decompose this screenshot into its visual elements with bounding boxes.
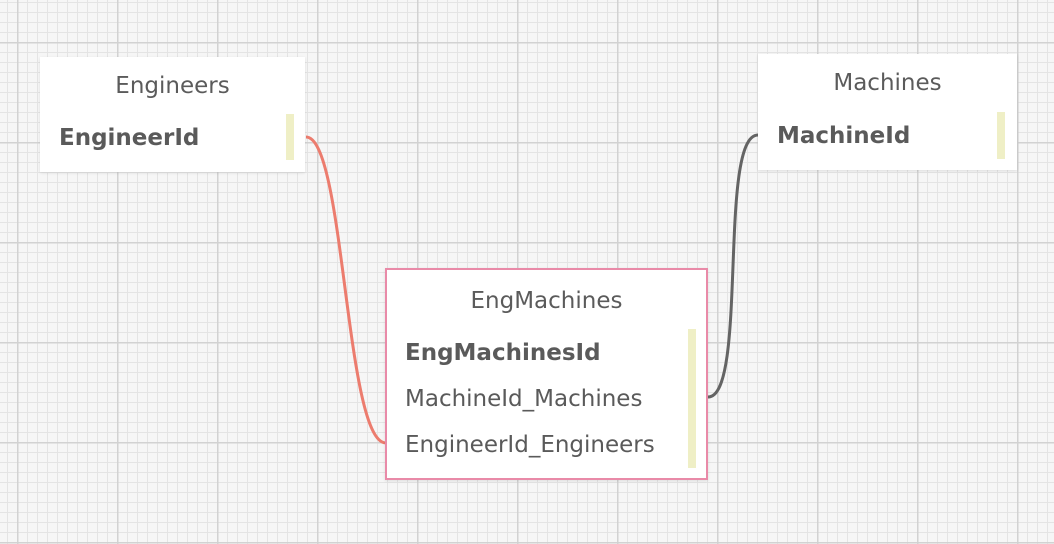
table-machines[interactable]: Machines MachineId [758, 54, 1017, 170]
field-engineerid[interactable]: EngineerId [59, 125, 200, 151]
table-engineers[interactable]: Engineers EngineerId [40, 57, 305, 172]
table-title: EngMachines [470, 288, 623, 314]
key-indicator-bar [286, 114, 294, 160]
table-engmachines[interactable]: EngMachines EngMachinesId MachineId_Mach… [385, 268, 708, 480]
field-engineerid-engineers[interactable]: EngineerId_Engineers [405, 432, 655, 458]
field-engmachinesid[interactable]: EngMachinesId [405, 340, 601, 366]
key-indicator-bar [997, 112, 1005, 159]
field-machineid[interactable]: MachineId [777, 123, 911, 149]
link-machines-engmachines[interactable] [707, 133, 759, 399]
table-title: Machines [833, 70, 942, 96]
key-indicator-bar [688, 329, 696, 468]
link-engineers-engmachines[interactable] [305, 135, 387, 445]
table-title: Engineers [115, 73, 230, 99]
field-machineid-machines[interactable]: MachineId_Machines [405, 386, 643, 412]
